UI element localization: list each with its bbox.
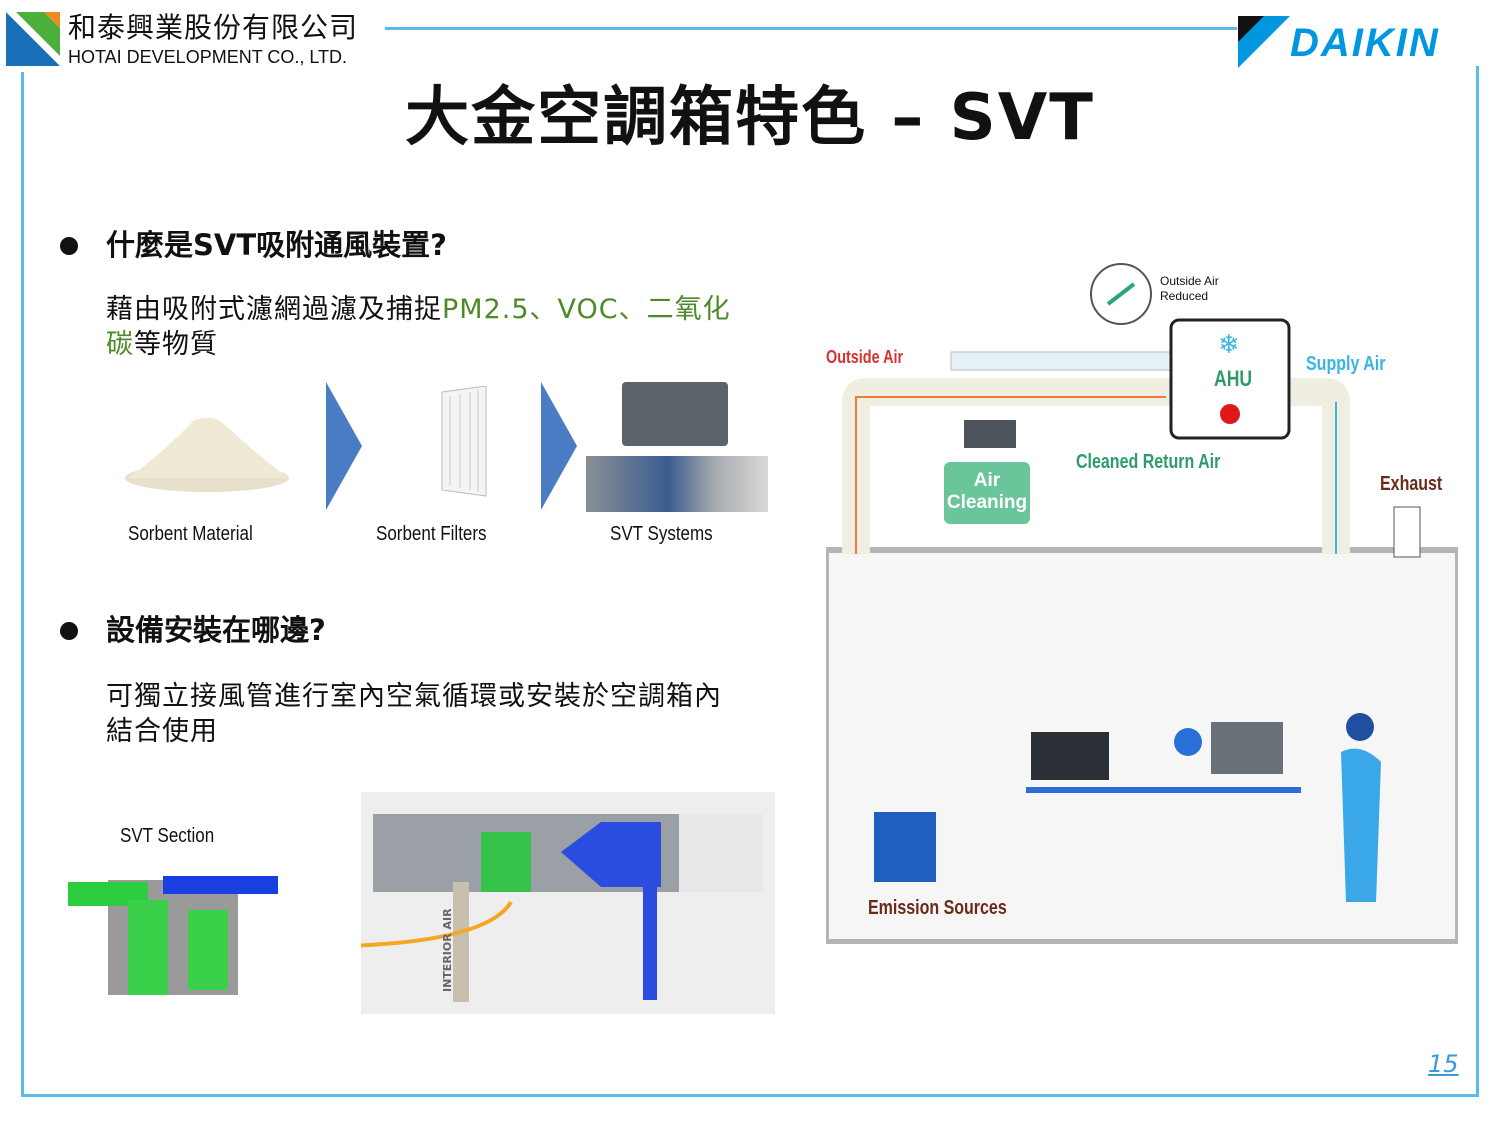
text-line: 可獨立接風管進行室內空氣循環或安裝於空調箱內 xyxy=(106,681,722,712)
frame-top-line xyxy=(385,27,1237,30)
text-plain: 藉由吸附式濾網過濾及捕捉 xyxy=(106,294,442,325)
chevron-arrow-icon xyxy=(326,382,362,510)
company-name-en: HOTAI DEVELOPMENT CO., LTD. xyxy=(68,47,348,67)
section2-heading: 設備安裝在哪邊? xyxy=(106,613,326,647)
bullet-icon xyxy=(60,622,78,640)
frame-left-line xyxy=(21,72,24,1097)
snowflake-icon: ❄ xyxy=(1218,330,1240,360)
svt-system-image xyxy=(586,456,768,512)
svt-unit-image xyxy=(622,382,728,446)
svt-section-label: SVT Section xyxy=(120,825,215,847)
sorbent-material-image xyxy=(124,412,290,492)
daikin-wordmark: DAIKIN xyxy=(1290,21,1440,65)
exhaust-label: Exhaust xyxy=(1380,473,1443,495)
ahu-label: AHU xyxy=(1214,366,1253,391)
interior-air-label: INTERIOR AIR xyxy=(441,908,454,992)
text-line: 結合使用 xyxy=(106,716,218,747)
outside-air-label: Outside Air xyxy=(826,347,904,367)
step-label: Sorbent Material xyxy=(128,523,253,545)
air-flow-diagram: Outside Air Reduced Outside Air ❄ AHU Su… xyxy=(826,262,1458,944)
sorbent-filter-image xyxy=(400,385,510,502)
chevron-arrow-icon xyxy=(541,382,577,510)
hotai-logo-icon xyxy=(6,12,60,66)
emission-sources-label: Emission Sources xyxy=(868,897,1007,919)
outside-air-reduced-label: Outside Air Reduced xyxy=(1160,274,1219,303)
frame-right-line xyxy=(1476,66,1479,1097)
air-cleaning-label: Air Cleaning xyxy=(946,470,1028,513)
bullet-icon xyxy=(60,237,78,255)
page-number: 15 xyxy=(1428,1050,1459,1078)
supply-air-label: Supply Air xyxy=(1306,353,1386,375)
text-highlight: PM2.5、VOC、二氧化 xyxy=(442,294,731,325)
section2-text: 可獨立接風管進行室內空氣循環或安裝於空調箱內 結合使用 xyxy=(106,679,816,749)
section1-text: 藉由吸附式濾網過濾及捕捉PM2.5、VOC、二氧化 碳等物質 xyxy=(106,292,806,362)
frame-bottom-line xyxy=(21,1094,1479,1097)
section1-heading: 什麼是SVT吸附通風裝置? xyxy=(106,228,447,262)
text-highlight: 碳 xyxy=(106,329,134,360)
company-name-cn: 和泰興業股份有限公司 xyxy=(68,11,359,44)
daikin-logo-icon xyxy=(1238,16,1298,72)
ahu-installation-image xyxy=(260,792,775,1014)
cleaned-return-air-label: Cleaned Return Air xyxy=(1076,451,1221,473)
page-title: 大金空調箱特色 – SVT xyxy=(405,81,1095,155)
step-label: SVT Systems xyxy=(610,523,713,545)
svt-section-image xyxy=(68,870,278,1000)
text-plain: 等物質 xyxy=(134,329,218,360)
step-label: Sorbent Filters xyxy=(376,523,487,545)
